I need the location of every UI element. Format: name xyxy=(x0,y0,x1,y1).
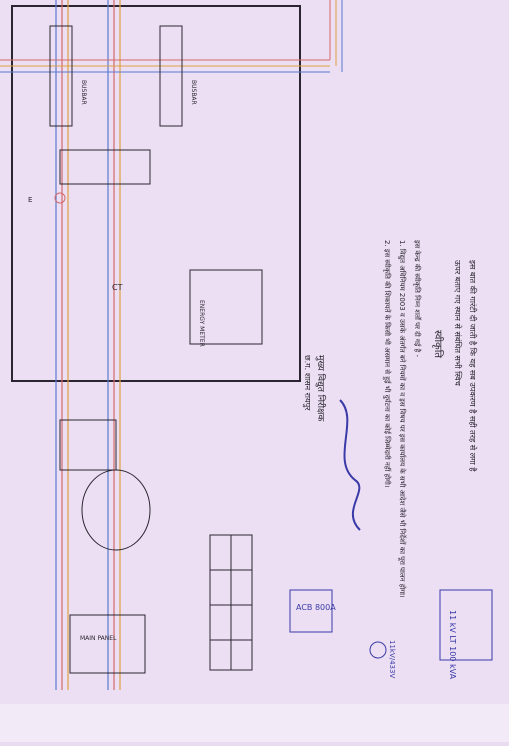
acb-label: ACB 800A xyxy=(296,603,336,612)
earth-symbol xyxy=(54,192,66,204)
bottom-strip xyxy=(0,704,509,742)
meter-label: ENERGY METER xyxy=(198,300,205,347)
signature-mark xyxy=(339,399,361,531)
busbar-2-label: BUSBAR xyxy=(190,80,197,105)
note-body1: इस केन्द्र की स्वीकृति निम्न शर्तों पर द… xyxy=(413,240,422,357)
top-cables xyxy=(0,0,343,73)
switchgear-block xyxy=(59,149,151,185)
main-panel-box xyxy=(69,614,146,674)
ct-label: CT xyxy=(112,283,123,292)
earth-label: E xyxy=(28,196,32,204)
notes-block: इस बात की गारंटी दी जाती है कि यह सब उपक… xyxy=(382,240,478,598)
office-name: मुख्य विद्युत निरीक्षक xyxy=(315,355,327,423)
meter-box xyxy=(189,269,263,345)
note-body3: 2. इस स्वीकृति की शिकायतें के किसी भी अस… xyxy=(382,240,392,487)
voltage-note: 11kV/433V xyxy=(388,640,396,678)
busbar-2 xyxy=(159,25,183,127)
cable-lines xyxy=(55,0,121,690)
busbar-1-label: BUSBAR xyxy=(80,80,87,105)
note-title: स्वीकृति xyxy=(432,330,444,358)
source-symbol xyxy=(369,641,387,659)
office-location: छ.ग. शासन रायपुर xyxy=(302,355,312,411)
rating-label: 11 kV LT 100 kVA xyxy=(448,610,457,680)
busbar-1 xyxy=(49,25,73,127)
main-panel-label: MAIN PANEL xyxy=(80,635,117,642)
panel-frame xyxy=(11,5,301,382)
acb-box xyxy=(289,589,333,633)
load-table xyxy=(209,534,253,671)
rating-box xyxy=(439,589,493,661)
isolator-box xyxy=(59,419,117,471)
transformer-circle xyxy=(81,469,151,551)
note-line1: इस बात की गारंटी दी जाती है कि यह सब उपक… xyxy=(468,260,478,472)
note-body2: 1. विद्युत अधिनियम 2003 व उसके अंतर्गत ब… xyxy=(398,240,407,598)
note-line2: ऊपर बताए गए स्थान से संबंधित सभी स्विच xyxy=(453,260,463,387)
